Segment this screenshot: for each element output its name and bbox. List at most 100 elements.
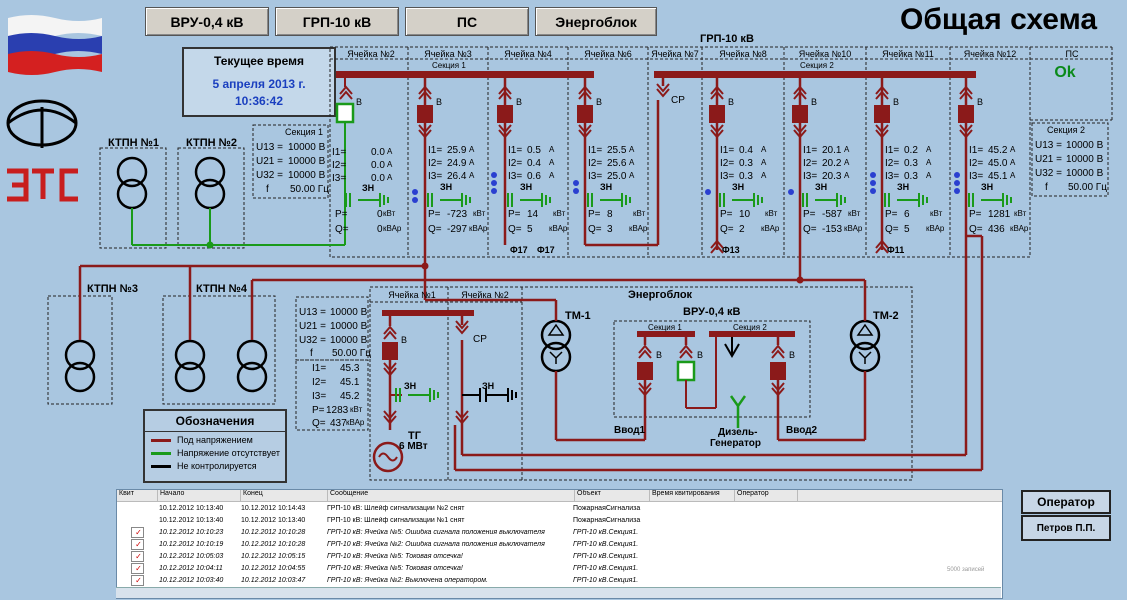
ps-header: ПС [1065, 49, 1079, 59]
unit: А [844, 171, 850, 180]
eb-cell2-header: Ячейка №2 [461, 290, 509, 300]
unit: А [926, 171, 932, 180]
events-table[interactable]: Квит Начало Конец Сообщение Объект Время… [116, 489, 1003, 599]
p-label: P= [885, 209, 898, 220]
i3-label: I3= [508, 171, 523, 182]
column-header[interactable]: Квит [117, 490, 158, 501]
unit: А [629, 158, 635, 167]
column-header[interactable]: Время квитирования [650, 490, 735, 501]
i2-value: 45.0 [988, 158, 1008, 169]
i1-value: 0.5 [527, 145, 541, 156]
event-start: 10.12.2012 10:10:23 [159, 528, 224, 536]
i1-value: 25.5 [607, 145, 627, 156]
i2-label: I2= [312, 377, 327, 388]
tg-label: ТГ [408, 430, 421, 442]
nav-grp-button[interactable]: ГРП-10 кВ [275, 7, 399, 36]
ktpn4-label: КТПН №4 [196, 283, 247, 295]
column-header[interactable]: Начало [158, 490, 241, 501]
p-label: P= [312, 405, 325, 416]
unit: А [629, 171, 635, 180]
i1-label: I1= [803, 145, 818, 156]
i3-label: I3= [885, 171, 900, 182]
ack-checkbox[interactable]: ✓ [131, 562, 144, 574]
nav-vru-button[interactable]: ВРУ-0,4 кВ [145, 7, 269, 36]
ps-status: Ok [1054, 64, 1076, 81]
q-label: Q= [335, 224, 349, 235]
events-scrollbar[interactable] [116, 587, 1001, 598]
grp-title: ГРП-10 кВ [700, 33, 754, 45]
freq-value: 50.00 Гц [332, 348, 371, 359]
column-header[interactable]: Конец [241, 490, 328, 501]
i3-label: I3= [969, 171, 984, 182]
grp-cell-header: Ячейка №4 [504, 49, 552, 59]
u32-label: U32 = [299, 335, 326, 346]
i2-value: 0.0 [371, 160, 385, 171]
breaker-label: В [596, 97, 603, 107]
nav-ps-button[interactable]: ПС [405, 7, 529, 36]
q-value: -153 [822, 224, 843, 235]
unit: А [1010, 158, 1016, 167]
column-header[interactable]: Объект [575, 490, 650, 501]
current-time-panel: Текущее время 5 апреля 2013 г. 10:36:42 [182, 47, 336, 117]
i1-label: I1= [332, 147, 347, 158]
ack-checkbox[interactable]: ✓ [131, 550, 144, 562]
p-label: P= [803, 209, 816, 220]
unit: А [549, 158, 555, 167]
operator-button[interactable]: Оператор [1021, 490, 1111, 514]
unit: А [926, 158, 932, 167]
q-label: Q= [969, 224, 983, 235]
ack-cell[interactable]: ✓ [117, 538, 157, 550]
i2-value: 25.6 [607, 158, 627, 169]
u32-value: 10000 В [1066, 168, 1104, 179]
event-end: 10.12.2012 10:13:40 [241, 516, 306, 524]
i1-label: I1= [428, 145, 443, 156]
event-start: 10.12.2012 10:04:11 [159, 564, 223, 572]
i2-label: I2= [885, 158, 900, 169]
earthing-switch-label: ЗН [362, 183, 375, 193]
u21-label: U21 = [1035, 154, 1062, 165]
unit: кВт [848, 209, 861, 218]
q-label: Q= [428, 224, 442, 235]
nav-energoblok-button[interactable]: Энергоблок [535, 7, 657, 36]
event-end: 10.12.2012 10:14:43 [241, 504, 306, 512]
i3-value: 26.4 [447, 171, 467, 182]
legend-item-dead: Напряжение отсутствует [151, 448, 285, 458]
p-value: -587 [822, 209, 843, 220]
ack-checkbox[interactable]: ✓ [131, 526, 144, 538]
unit: кВАр [383, 224, 402, 233]
column-header[interactable]: Сообщение [328, 490, 575, 501]
grp-cell-header: Ячейка №10 [798, 49, 852, 59]
ack-cell[interactable]: ✓ [117, 562, 157, 574]
i3-value: 25.0 [607, 171, 627, 182]
ack-cell[interactable]: ✓ [117, 526, 157, 538]
q-value: 2 [739, 224, 745, 235]
i1-value: 0.2 [904, 145, 918, 156]
current-clock: 10:36:42 [234, 94, 284, 108]
ack-checkbox[interactable]: ✓ [131, 538, 144, 550]
p-label: P= [720, 209, 733, 220]
unit: А [844, 158, 850, 167]
column-header[interactable]: Оператор [735, 490, 798, 501]
i2-label: I2= [803, 158, 818, 169]
ack-cell[interactable]: ✓ [117, 550, 157, 562]
legend-item-live: Под напряжением [151, 435, 285, 445]
breaker-label: В [516, 97, 523, 107]
event-message: ГРП-10 кВ: Ячейка №5: Токовая отсечка! [327, 564, 463, 572]
schematic-diagram [47, 46, 1113, 481]
grp-section2-label: Секция 2 [800, 61, 834, 70]
unit: А [549, 171, 555, 180]
i2-value: 0.3 [739, 158, 753, 169]
earthing-switch-label: ЗН [732, 182, 745, 192]
ack-cell[interactable]: ✓ [117, 574, 157, 586]
u21-value: 10000 В [330, 321, 368, 332]
unit: А [844, 145, 850, 154]
coupler-label: СР [473, 334, 487, 345]
ack-checkbox[interactable]: ✓ [131, 574, 144, 586]
